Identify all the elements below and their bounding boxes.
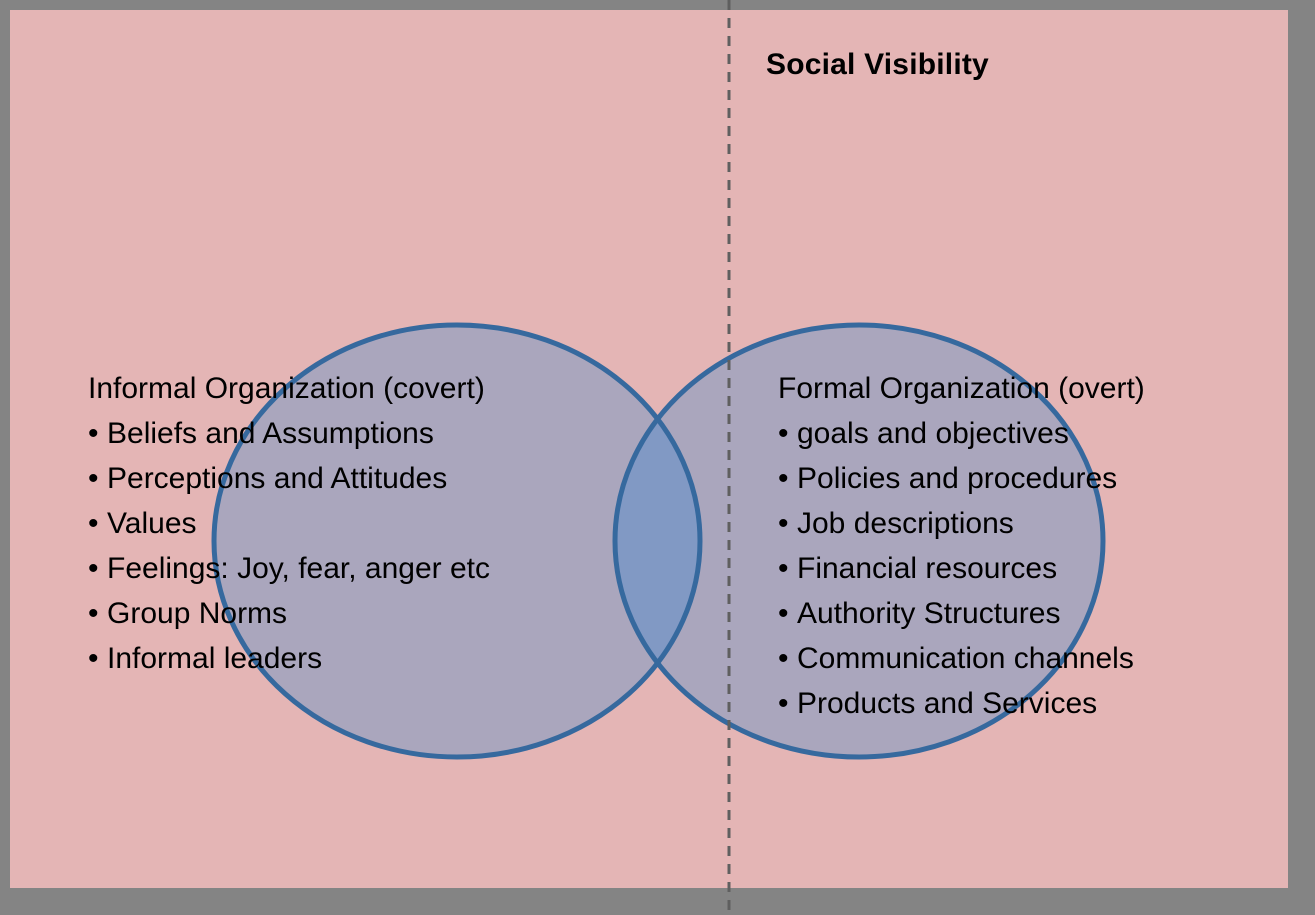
list-item-label: Feelings: Joy, fear, anger etc xyxy=(107,552,490,585)
list-item-label: Financial resources xyxy=(797,552,1058,585)
list-item-label: Group Norms xyxy=(107,597,288,630)
list-item-label: Policies and procedures xyxy=(797,462,1118,495)
list-item: •Products and Services xyxy=(778,681,1145,726)
list-item-label: Informal leaders xyxy=(107,642,323,675)
informal-organization-heading: Informal Organization (covert) xyxy=(88,372,485,405)
list-item: •Financial resources xyxy=(778,546,1145,591)
bullet-icon: • xyxy=(778,642,789,675)
list-item-label: goals and objectives xyxy=(797,417,1069,450)
list-item: •Values xyxy=(88,501,490,546)
bullet-icon: • xyxy=(778,507,789,540)
list-item: •Job descriptions xyxy=(778,501,1145,546)
list-item: •Feelings: Joy, fear, anger etc xyxy=(88,546,490,591)
formal-organization-heading: Formal Organization (overt) xyxy=(778,372,1145,405)
list-item-label: Authority Structures xyxy=(797,597,1061,630)
list-item: •Authority Structures xyxy=(778,591,1145,636)
bullet-icon: • xyxy=(778,462,789,495)
diagram-title: Social Visibility xyxy=(766,48,989,81)
list-item-label: Perceptions and Attitudes xyxy=(107,462,448,495)
list-item-label: Beliefs and Assumptions xyxy=(107,417,434,450)
bullet-icon: • xyxy=(778,597,789,630)
bullet-icon: • xyxy=(778,552,789,585)
list-item-label: Values xyxy=(107,507,197,540)
bullet-icon: • xyxy=(88,597,99,630)
informal-organization-block: Informal Organization (covert) •Beliefs … xyxy=(88,366,490,681)
list-item: •Group Norms xyxy=(88,591,490,636)
bullet-icon: • xyxy=(88,417,99,450)
bullet-icon: • xyxy=(88,462,99,495)
list-item: •Communication channels xyxy=(778,636,1145,681)
list-item-label: Job descriptions xyxy=(797,507,1014,540)
bullet-icon: • xyxy=(88,642,99,675)
bullet-icon: • xyxy=(778,417,789,450)
list-item: •Informal leaders xyxy=(88,636,490,681)
list-item-label: Communication channels xyxy=(797,642,1134,675)
list-item: •goals and objectives xyxy=(778,411,1145,456)
bullet-icon: • xyxy=(88,552,99,585)
list-item: •Policies and procedures xyxy=(778,456,1145,501)
list-item: •Perceptions and Attitudes xyxy=(88,456,490,501)
bullet-icon: • xyxy=(88,507,99,540)
list-item: •Beliefs and Assumptions xyxy=(88,411,490,456)
list-item-label: Products and Services xyxy=(797,687,1098,720)
bullet-icon: • xyxy=(778,687,789,720)
formal-organization-block: Formal Organization (overt) •goals and o… xyxy=(778,366,1145,726)
